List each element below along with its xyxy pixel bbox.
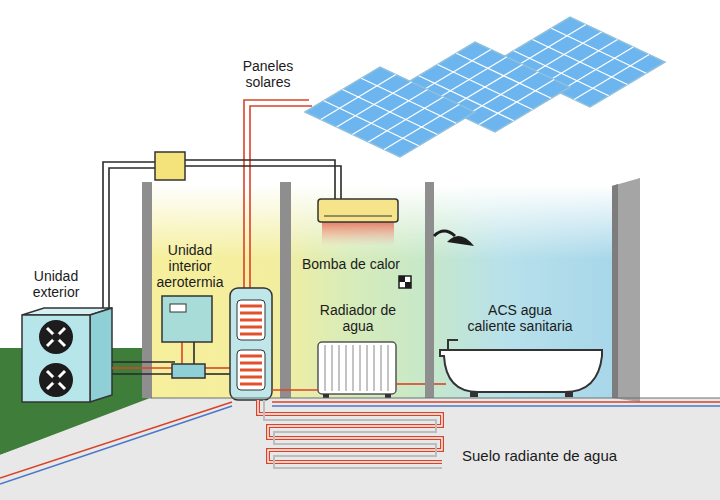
control-wires	[103, 160, 341, 310]
refrigerant-pipe	[112, 361, 175, 363]
outdoor-unit	[47, 328, 65, 389]
part-label: Unidad exterior	[14, 268, 98, 300]
outdoor-unit	[90, 308, 112, 402]
floor-pipe	[272, 401, 720, 403]
refrigerant-pipe	[112, 367, 175, 369]
heat-pump-unit	[322, 222, 394, 246]
indoor-unit	[172, 364, 205, 378]
radiator	[318, 342, 396, 394]
radiator	[339, 345, 340, 391]
outdoor-unit	[52, 333, 60, 341]
radiator	[367, 345, 368, 391]
heat-pump-unit	[324, 216, 392, 217]
water-tank	[230, 288, 272, 400]
wall-partition	[425, 182, 434, 398]
floor	[0, 398, 720, 500]
water-tank	[240, 306, 262, 334]
shower-head	[434, 231, 455, 236]
floor-edge	[150, 398, 720, 399]
radiator	[381, 345, 382, 391]
water-tank	[237, 350, 265, 390]
radiator	[385, 394, 391, 398]
radiator	[332, 345, 333, 391]
room-fade	[150, 185, 612, 398]
bathtub	[470, 391, 478, 397]
part-label: Radiador de agua	[314, 302, 402, 334]
radiator	[325, 345, 326, 391]
solar-panels	[305, 17, 665, 157]
control-wires	[103, 162, 155, 310]
floor-pipe	[272, 405, 720, 407]
underfloor-heating	[258, 400, 442, 468]
room-wall	[150, 185, 612, 398]
control-wires	[185, 166, 341, 199]
thermostat-icon	[399, 276, 405, 282]
solar-pipe	[244, 100, 312, 290]
heating-pipe	[434, 383, 446, 385]
bathtub	[565, 391, 573, 397]
indoor-unit	[162, 296, 212, 342]
control-wires	[109, 168, 155, 310]
solar-panels	[305, 67, 475, 157]
outdoor-unit	[52, 376, 60, 384]
radiator	[353, 345, 354, 391]
floor-pipe	[0, 402, 232, 478]
wall-partition	[280, 182, 291, 398]
part-label: Bomba de calor	[296, 256, 406, 272]
thermostat-icon	[405, 282, 411, 288]
part-label: Unidad interior aerotermia	[150, 242, 230, 290]
outdoor-unit	[22, 308, 112, 402]
wall-right	[612, 178, 640, 402]
radiator	[318, 342, 396, 398]
radiator	[323, 394, 329, 398]
indoor-unit	[162, 296, 212, 378]
water-tank	[230, 288, 272, 400]
solar-pipe	[244, 100, 309, 290]
outdoor-unit	[47, 328, 65, 346]
radiator	[346, 345, 347, 391]
radiator	[360, 345, 361, 391]
heating-pipe	[272, 384, 446, 390]
water-tank	[240, 356, 262, 384]
thermostat-icon	[399, 276, 411, 288]
underfloor-heating	[264, 400, 442, 468]
refrigerant-pipe	[205, 373, 232, 375]
outdoor-unit	[39, 363, 73, 397]
refrigerant-pipe	[193, 342, 195, 364]
refrigerant-pipe	[181, 342, 183, 364]
outdoor-unit	[39, 320, 73, 354]
water-tank	[237, 300, 265, 340]
heat-pump-unit	[318, 199, 398, 222]
outdoor-unit	[22, 315, 90, 402]
outdoor-unit	[47, 371, 65, 389]
heat-pump-unit	[318, 199, 398, 246]
refrigerant-pipe	[205, 367, 232, 369]
part-label: Suelo radiante de agua	[462, 447, 662, 464]
heating-pipe	[272, 389, 318, 391]
outdoor-unit	[47, 371, 65, 389]
shower-head	[434, 231, 474, 246]
part-label: Paneles solares	[232, 58, 304, 90]
floor-pipe	[0, 406, 232, 484]
junction-box	[155, 152, 185, 180]
heating-pipe	[396, 383, 425, 385]
outdoor-unit	[47, 328, 65, 346]
bathtub	[440, 340, 602, 397]
shower-head	[447, 236, 474, 246]
part-label: ACS agua caliente sanitaria	[464, 302, 576, 334]
bathtub	[448, 340, 458, 350]
radiator	[388, 345, 389, 391]
refrigerant-pipe	[112, 373, 175, 375]
indoor-unit	[170, 304, 186, 312]
radiator	[325, 345, 388, 391]
thermostat-icon	[399, 276, 411, 288]
radiator	[374, 345, 375, 391]
bathtub	[440, 350, 602, 392]
wall-partition	[142, 182, 152, 398]
wall-right-edge	[612, 184, 618, 398]
